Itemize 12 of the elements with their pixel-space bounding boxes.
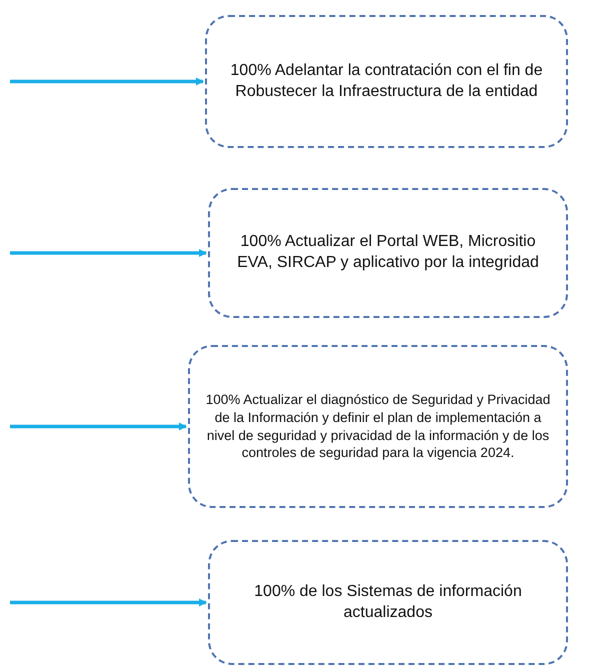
arrow <box>10 78 204 86</box>
goal-text: 100% Adelantar la contratación con el fin de Robustecer la Infraestructura de la entidad <box>229 60 544 102</box>
goal-text: 100% de los Sistemas de información actualizados <box>253 582 523 622</box>
arrow <box>10 249 207 257</box>
arrow <box>10 598 207 606</box>
goal-box <box>205 15 568 148</box>
arrow <box>10 422 187 430</box>
goal-text: 100% Actualizar el diagnóstico de Seguridad y Privacidad de la Información y definir el plan de implementación a nivel de seguridad y privacidad de la información y de los controles de seguridad para la vigencia 2024. <box>204 391 552 462</box>
goal-box <box>208 188 568 318</box>
goal-box <box>188 345 568 508</box>
goal-box <box>208 540 568 665</box>
goal-text: 100% Actualizar el Portal WEB, Micrositio EVA, SIRCAP y aplicativo por la integridad <box>236 232 540 273</box>
